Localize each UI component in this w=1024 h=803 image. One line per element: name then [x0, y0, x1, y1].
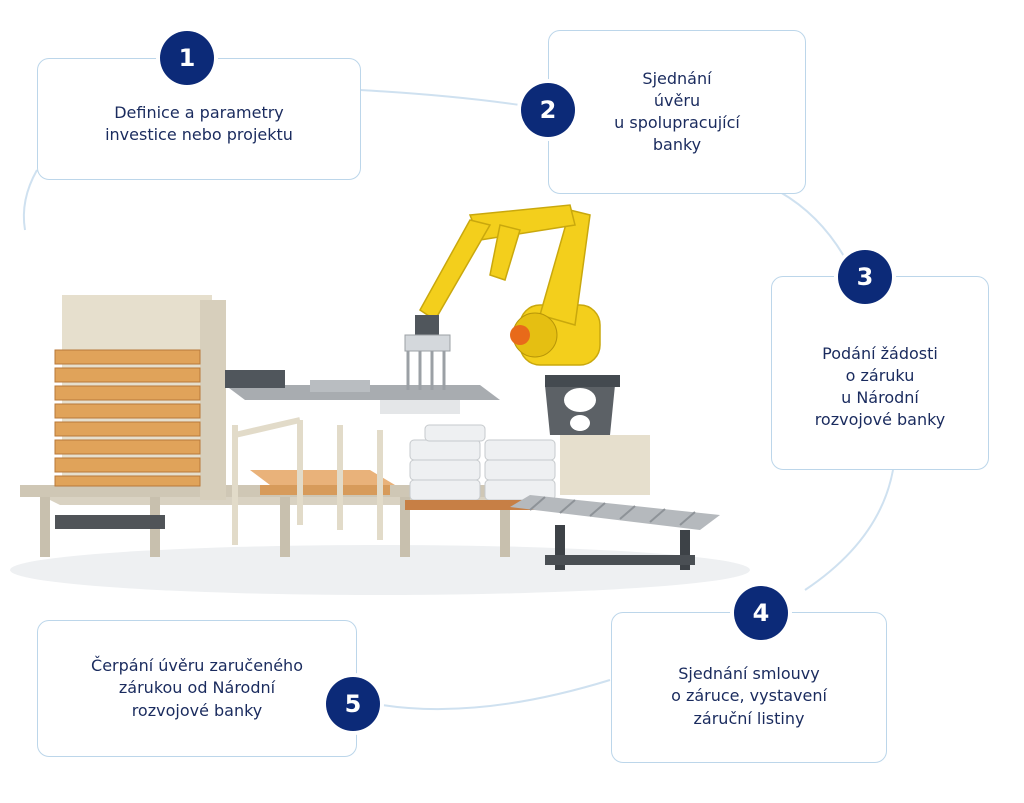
step-4-badge: 4 [734, 586, 788, 640]
connector-5-1 [22, 169, 38, 231]
step-5-text: Čerpání úvěru zaručeného zárukou od Náro… [91, 656, 303, 720]
connector-1-2 [359, 89, 521, 106]
step-1-badge: 1 [160, 31, 214, 85]
connector-4-5 [381, 679, 611, 711]
step-2-badge: 2 [521, 83, 575, 137]
step-4-text: Sjednání smlouvy o záruce, vystavení zár… [671, 664, 827, 728]
step-2-box: Sjednání úvěru u spolupracující banky [548, 30, 806, 194]
step-3-badge: 3 [838, 250, 892, 304]
step-3-text: Podání žádosti o záruku u Národní rozvoj… [814, 343, 946, 430]
step-5-box: Čerpání úvěru zaručeného zárukou od Náro… [37, 620, 357, 757]
step-1-text: Definice a parametry investice nebo proj… [105, 102, 293, 144]
step-5-badge: 5 [326, 677, 380, 731]
step-3-box: Podání žádosti o záruku u Národní rozvoj… [771, 276, 989, 470]
palletizing-robot-illustration [10, 204, 750, 595]
connector-2-3 [779, 191, 846, 259]
connector-3-4 [804, 469, 894, 591]
step-2-text: Sjednání úvěru u spolupracující banky [614, 68, 740, 155]
